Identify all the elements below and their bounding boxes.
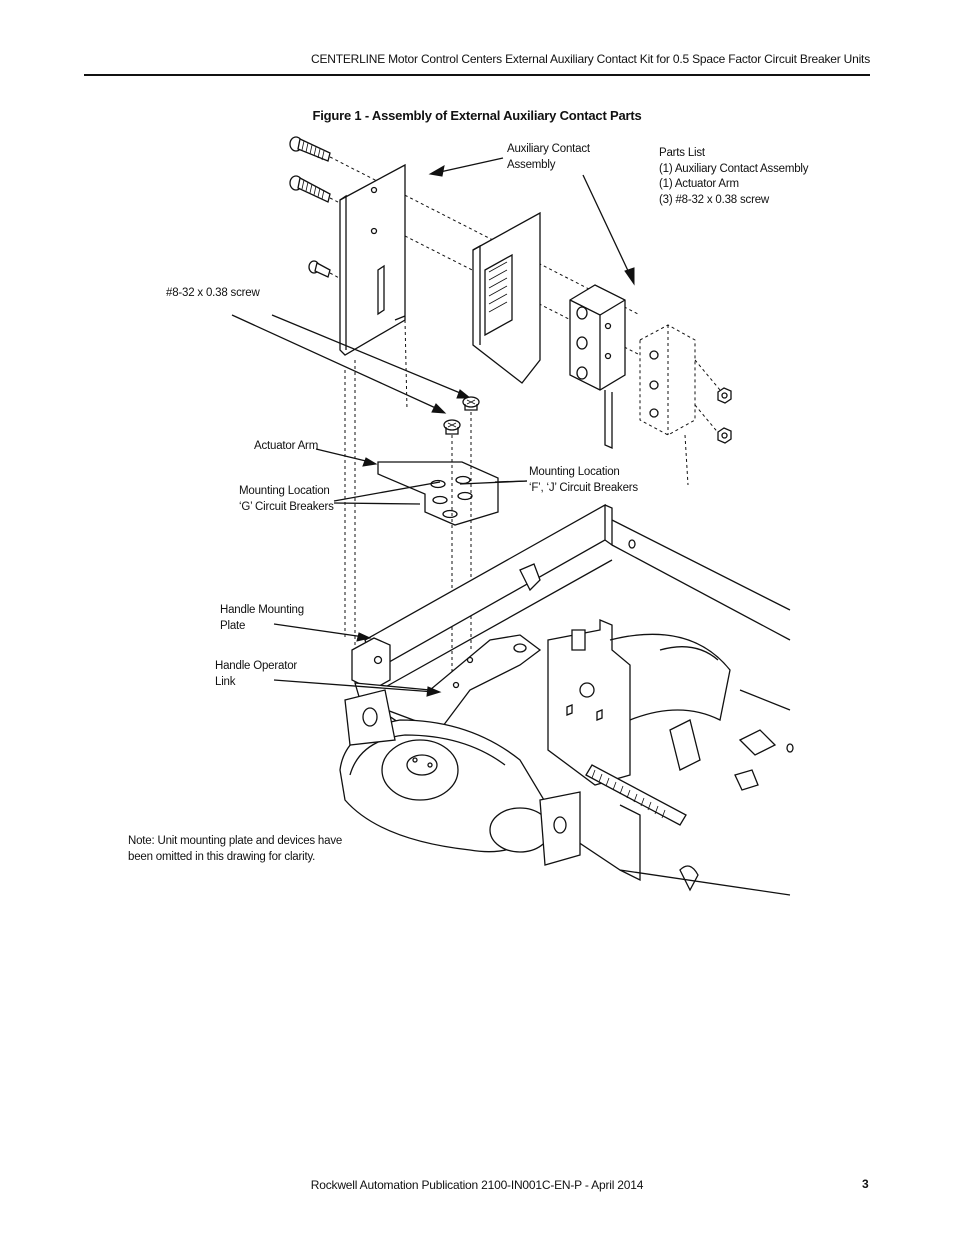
header-rule <box>84 74 870 76</box>
aux-contact-label: Auxiliary Contact Assembly <box>507 143 590 171</box>
mounting-location-g-label: Mounting Location ‘G’ Circuit Breakers <box>239 485 334 513</box>
handle-operator-link-label: Handle Operator Link <box>215 660 298 688</box>
spring-mechanism <box>539 619 731 892</box>
page-number: 3 <box>862 1177 869 1191</box>
rotary-handle <box>339 689 551 853</box>
pan-screw-1 <box>462 396 480 411</box>
parts-list-item: (1) Auxiliary Contact Assembly <box>659 162 809 175</box>
long-screw-1 <box>289 136 331 162</box>
parts-list-heading: Parts List <box>659 147 705 159</box>
actuator-arm-label: Actuator Arm <box>254 440 319 452</box>
pan-screw-2 <box>443 419 461 435</box>
parts-list: Parts List (1) Auxiliary Contact Assembl… <box>659 146 809 208</box>
ghost-contact <box>639 324 721 486</box>
handle-mounting-plate <box>351 637 391 691</box>
parts-list-item: (3) #8-32 x 0.38 screw <box>659 193 770 206</box>
hex-nut-2 <box>717 427 732 444</box>
handle-operator-link <box>354 634 542 731</box>
auxiliary-contact-block <box>569 284 626 449</box>
figure-title: Figure 1 - Assembly of External Auxiliar… <box>312 108 642 123</box>
screw-label: #8-32 x 0.38 screw <box>166 287 260 299</box>
mounting-bracket <box>339 163 408 411</box>
base-tray <box>364 503 794 896</box>
actuator-arm <box>377 461 499 526</box>
handle-mounting-plate-label: Handle Mounting Plate <box>220 604 304 632</box>
footer-publication: Rockwell Automation Publication 2100-IN0… <box>310 1178 644 1192</box>
hex-nut-1 <box>717 387 732 404</box>
drawing-note: Note: Unit mounting plate and devices ha… <box>128 835 343 863</box>
short-screw <box>308 260 331 278</box>
long-screw-2 <box>289 175 331 203</box>
parts-list-item: (1) Actuator Arm <box>659 178 739 190</box>
mounting-location-fj-label: Mounting Location ‘F’, ‘J’ Circuit Break… <box>529 466 638 494</box>
label-plate <box>472 211 541 384</box>
header-title: CENTERLINE Motor Control Centers Externa… <box>310 52 870 66</box>
